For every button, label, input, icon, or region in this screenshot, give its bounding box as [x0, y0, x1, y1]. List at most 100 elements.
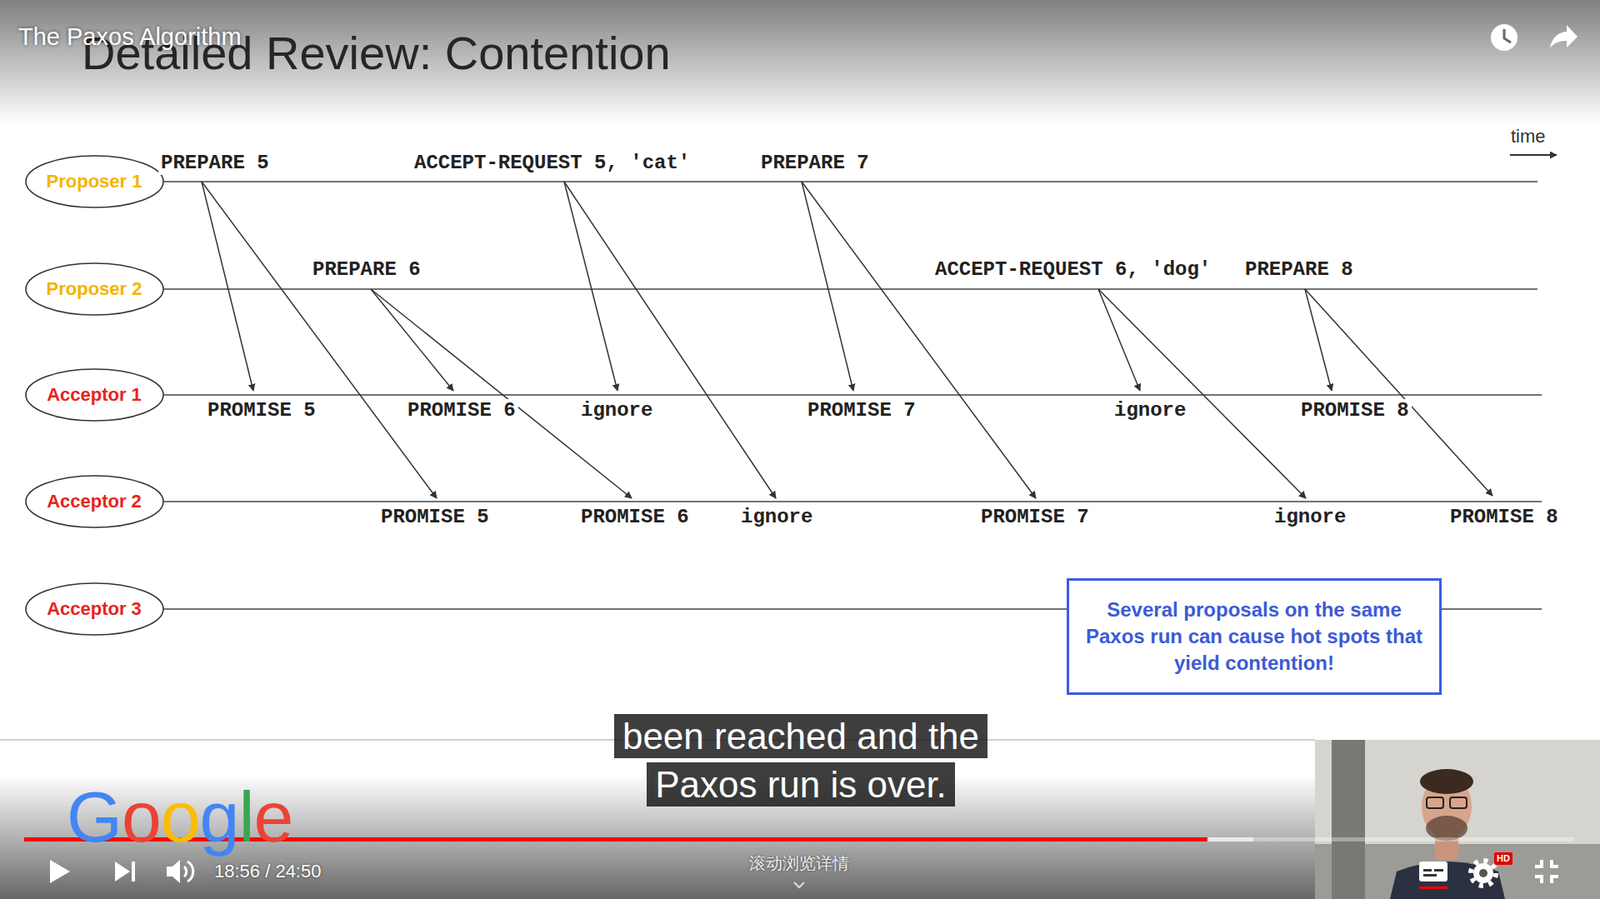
subtitles-icon — [1419, 861, 1448, 882]
subtitles-icon — [1423, 874, 1437, 877]
message-arrow — [201, 181, 254, 391]
label-slot: ACCEPT-REQUEST 6, 'dog' — [932, 258, 1214, 282]
timeline — [164, 500, 1543, 503]
acceptor-ellipse: Acceptor 3 — [25, 582, 165, 636]
message-arrow — [201, 181, 437, 499]
timeline — [164, 288, 1539, 290]
message-label: PREPARE 5 — [158, 151, 272, 175]
share-icon — [1550, 25, 1578, 49]
response-label: PROMISE 7 — [978, 505, 1092, 530]
ellipse-outline — [25, 475, 164, 528]
message-arrow — [370, 289, 632, 499]
person-glasses — [1426, 797, 1444, 809]
ellipse-outline — [25, 583, 164, 635]
label-slot: PROMISE 6 — [578, 505, 692, 530]
scroll-hint: 滚动浏览详情 — [749, 853, 850, 874]
label-slot: PROMISE 6 — [405, 399, 519, 423]
person-hair — [1420, 769, 1474, 795]
label-slot: PROMISE 8 — [1298, 399, 1412, 423]
chevron-icon — [794, 882, 805, 888]
label-slot: PROMISE 7 — [978, 505, 1092, 530]
top-shade — [0, 0, 1600, 125]
watch-later-icon — [1504, 29, 1511, 43]
next-icon — [115, 861, 130, 882]
label-slot: PREPARE 6 — [310, 258, 424, 282]
callout-text: Several proposals on the same Paxos run … — [1082, 596, 1426, 677]
next-icon — [131, 861, 135, 882]
message-label: PREPARE 6 — [310, 258, 424, 282]
response-label: ignore — [1111, 399, 1189, 423]
label-slot: PROMISE 5 — [378, 505, 492, 530]
video-title: The Paxos Algorithm — [18, 22, 242, 51]
message-arrow — [801, 181, 1036, 499]
response-label: PROMISE 5 — [205, 399, 319, 423]
axis-label: time — [1510, 125, 1546, 148]
person-glasses — [1450, 797, 1467, 809]
response-label: ignore — [1271, 505, 1349, 530]
label-slot: ignore — [578, 399, 655, 423]
response-label: PROMISE 6 — [405, 399, 519, 423]
label-slot: PROMISE 7 — [805, 399, 919, 423]
label-slot: PROMISE 5 — [205, 399, 319, 423]
message-label: PREPARE 8 — [1242, 258, 1356, 282]
fullscreen-exit-icon — [1535, 860, 1559, 884]
label-slot: PROMISE 8 — [1447, 505, 1561, 530]
message-arrow — [370, 289, 454, 391]
settings-gear — [1470, 860, 1496, 886]
label-slot: time — [1510, 125, 1546, 148]
logo-text: Google — [66, 776, 293, 857]
role-name: Acceptor 1 — [46, 384, 142, 406]
person-beard — [1425, 815, 1468, 841]
response-label: PROMISE 8 — [1298, 399, 1412, 423]
message-label: ACCEPT-REQUEST 5, 'cat' — [411, 151, 693, 175]
person-shirt — [1390, 861, 1505, 899]
message-arrow — [1305, 289, 1493, 496]
timeline — [164, 180, 1539, 183]
message-arrow — [1098, 289, 1140, 391]
ellipse-outline — [25, 263, 164, 315]
label-slot: 18:56 / 24:50 — [214, 860, 321, 883]
role-name: Proposer 1 — [46, 170, 143, 193]
play-icon — [50, 860, 70, 884]
label-slot: PREPARE 8 — [1242, 258, 1356, 282]
webcam-ground — [1315, 740, 1600, 899]
settings-gear — [1479, 869, 1488, 878]
webcam-inset — [1315, 740, 1600, 899]
role-name: Proposer 2 — [46, 278, 143, 300]
response-label: PROMISE 5 — [378, 505, 492, 530]
label-slot: The Paxos Algorithm — [18, 22, 242, 51]
acceptor-ellipse: Acceptor 2 — [25, 475, 165, 529]
subtitles-icon — [1434, 869, 1444, 872]
time-arrow — [1510, 154, 1557, 156]
role-name: Acceptor 3 — [46, 598, 142, 620]
volume-waves — [184, 861, 194, 882]
label-slot: Google — [66, 776, 293, 857]
label-slot: PREPARE 7 — [758, 151, 872, 175]
response-label: PROMISE 8 — [1447, 505, 1561, 530]
settings-gear — [1473, 863, 1494, 884]
label-slot: ignore — [738, 505, 815, 530]
response-label: PROMISE 7 — [805, 399, 919, 423]
acceptor-ellipse: Acceptor 1 — [25, 368, 165, 422]
response-label: ignore — [738, 505, 815, 530]
message-arrow — [564, 181, 618, 391]
label-slot: been reached and the Paxos run is over. — [575, 712, 1026, 810]
response-label: ignore — [578, 399, 655, 423]
label-slot: 滚动浏览详情 — [749, 853, 850, 874]
hd-badge: HD — [1494, 852, 1513, 865]
label-slot: HD — [1494, 850, 1513, 865]
watch-later-icon — [1490, 24, 1518, 51]
message-label: PREPARE 7 — [758, 151, 872, 175]
proposer-ellipse: Proposer 2 — [25, 262, 165, 316]
message-arrow — [1098, 289, 1306, 499]
message-arrow — [801, 181, 854, 391]
ellipse-outline — [25, 155, 164, 208]
response-label: PROMISE 6 — [578, 505, 692, 530]
message-label: ACCEPT-REQUEST 6, 'dog' — [932, 258, 1214, 282]
label-slot: ignore — [1271, 505, 1349, 530]
subtitles-underline — [1419, 886, 1448, 890]
role-name: Acceptor 2 — [46, 490, 142, 513]
callout-box: Several proposals on the same Paxos run … — [1066, 578, 1442, 695]
label-slot: ACCEPT-REQUEST 5, 'cat' — [411, 151, 693, 175]
